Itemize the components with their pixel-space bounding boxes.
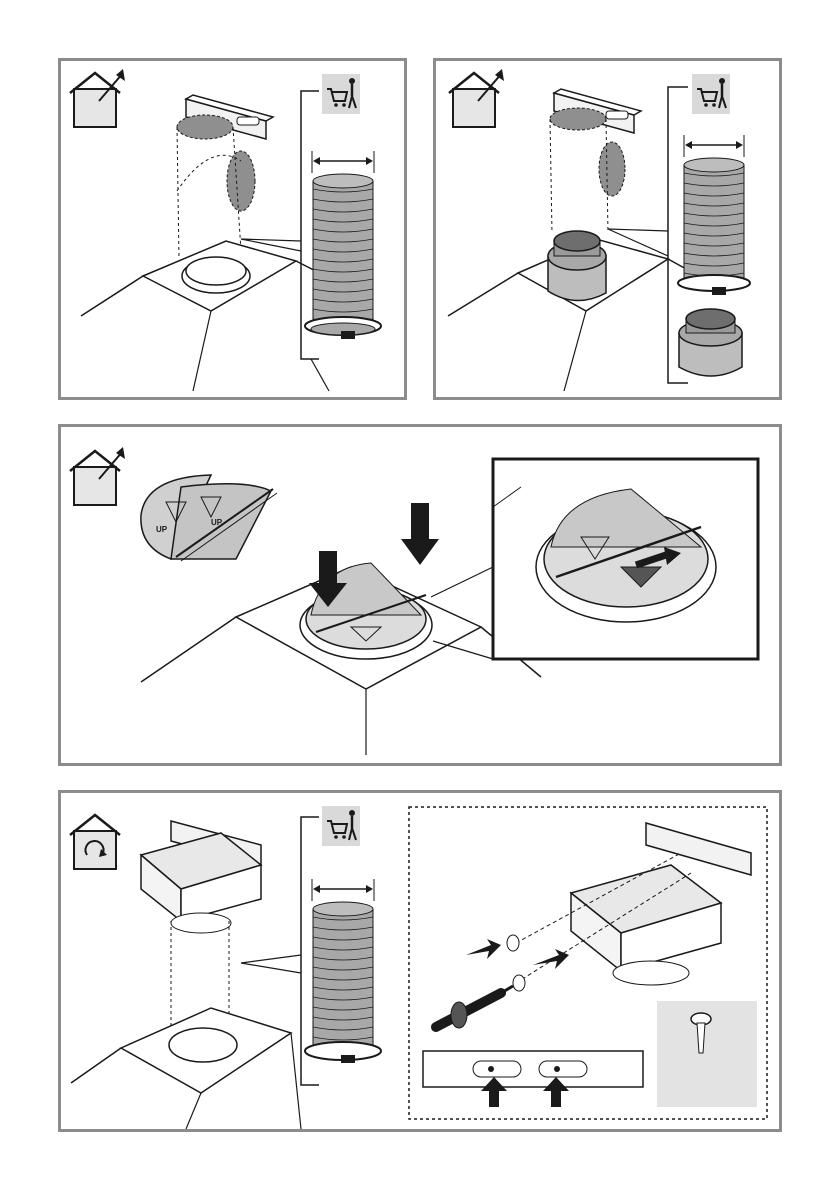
ducted-exhaust-icon bbox=[70, 447, 125, 505]
reducer-installed bbox=[548, 231, 606, 301]
diameter-arrow bbox=[684, 135, 744, 157]
diameter-arrow bbox=[312, 151, 374, 173]
duct-ceiling-projection bbox=[550, 108, 606, 130]
hood-top bbox=[81, 241, 351, 391]
ducted-exhaust-icon bbox=[70, 69, 125, 127]
recirculation-icon bbox=[70, 815, 120, 869]
duct-wall-projection bbox=[599, 142, 625, 196]
duct-wall-projection bbox=[227, 151, 255, 211]
duct-ceiling-projection bbox=[177, 115, 233, 139]
panel-ducted-valve-install: UP UP bbox=[58, 424, 782, 766]
flexible-hose bbox=[305, 174, 381, 339]
valve-label-up-right: UP bbox=[211, 518, 223, 527]
panel-ducted-hose bbox=[58, 58, 407, 400]
accessory-cart-icon bbox=[322, 74, 360, 114]
press-down-arrow-right bbox=[401, 503, 439, 565]
flexible-hose bbox=[678, 158, 750, 295]
ducted-exhaust-icon bbox=[449, 69, 504, 127]
panel-recirculation-mount bbox=[58, 790, 782, 1132]
flexible-hose bbox=[305, 902, 381, 1063]
hood-top bbox=[141, 563, 541, 755]
valve-label-up-left: UP bbox=[156, 525, 168, 534]
non-return-valve: UP UP bbox=[141, 475, 277, 561]
diameter-arrow bbox=[312, 879, 374, 901]
mounting-detail-box bbox=[409, 807, 767, 1119]
reducer-accessory bbox=[679, 309, 742, 376]
hood-top bbox=[71, 1008, 301, 1129]
accessory-cart-icon bbox=[322, 806, 360, 846]
panel-ducted-reducer bbox=[433, 58, 782, 400]
valve-detail-inset bbox=[493, 459, 758, 659]
accessory-cart-icon bbox=[692, 74, 730, 114]
screw-detail-inset bbox=[657, 1001, 757, 1107]
